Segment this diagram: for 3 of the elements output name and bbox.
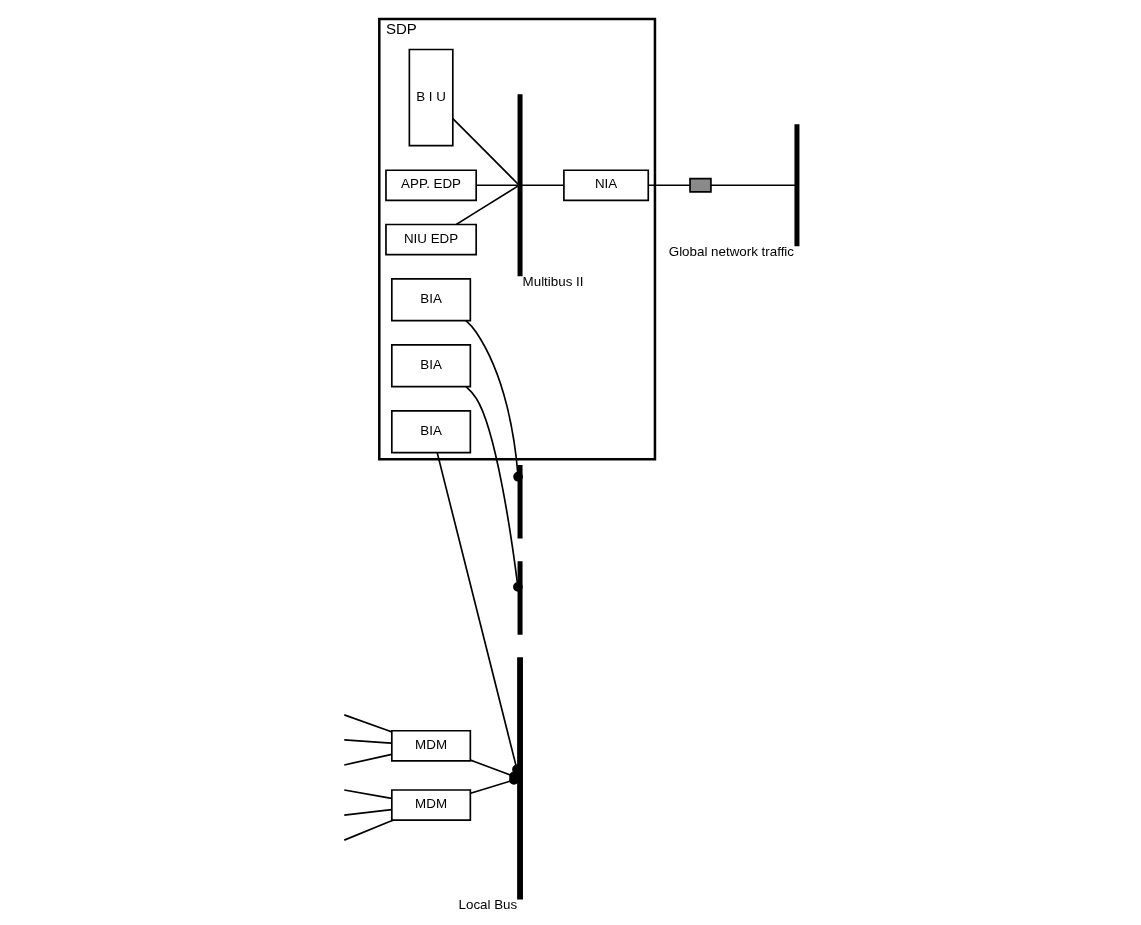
node-label: Global network traffic [668, 243, 794, 259]
node-label: Local Bus [458, 896, 517, 912]
node-label: Multibus II [522, 273, 583, 289]
